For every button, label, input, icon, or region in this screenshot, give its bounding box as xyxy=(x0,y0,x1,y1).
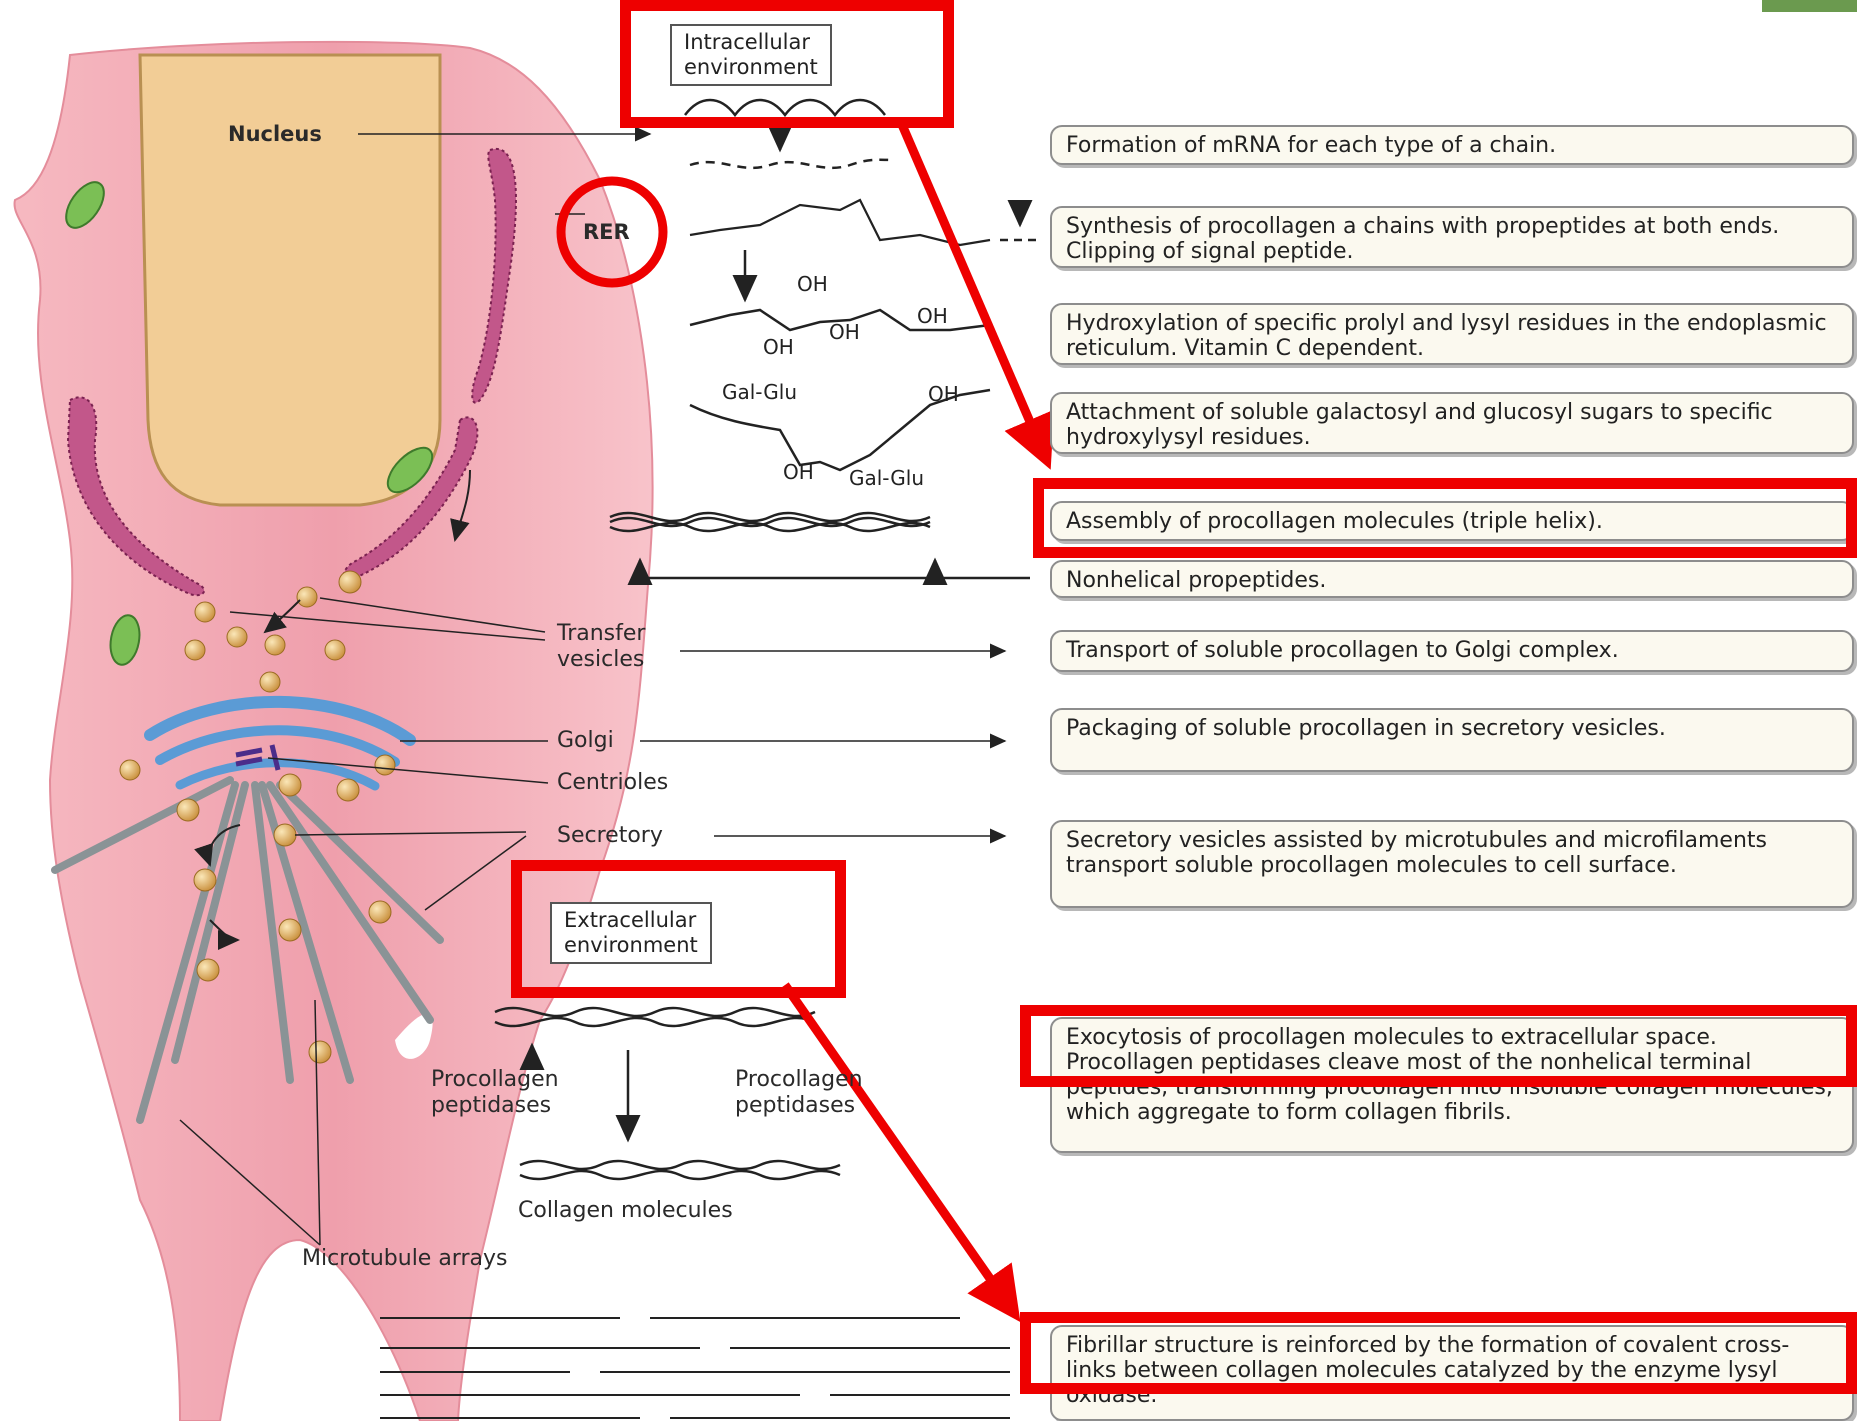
corner-tab xyxy=(1762,0,1857,12)
step-transport-to-golgi: Transport of soluble procollagen to Golg… xyxy=(1050,630,1854,672)
highlight-intracellular xyxy=(620,0,954,128)
oh-label-5: OH xyxy=(928,382,959,406)
transfer-label-line1: Transfer xyxy=(557,621,645,647)
oh-label-2: OH xyxy=(763,335,794,359)
step-secretory-transport: Secretory vesicles assisted by microtubu… xyxy=(1050,820,1854,908)
transfer-label-line2: vesicles xyxy=(557,647,645,673)
highlight-exocytosis-step xyxy=(1020,1005,1857,1087)
transfer-vesicles-label: Transfer vesicles xyxy=(557,621,645,673)
highlight-crosslink-step xyxy=(1020,1312,1857,1394)
golgi-label: Golgi xyxy=(557,728,614,754)
step-nonhelical-propeptides: Nonhelical propeptides. xyxy=(1050,560,1854,598)
step-packaging: Packaging of soluble procollagen in secr… xyxy=(1050,708,1854,772)
peptidases-right-line2: peptidases xyxy=(735,1093,863,1119)
procollagen-peptidases-left: Procollagen peptidases xyxy=(431,1067,559,1119)
collagen-fibrils xyxy=(380,1318,1010,1418)
microtubule-arrays-label: Microtubule arrays xyxy=(302,1246,507,1272)
procollagen-peptidases-right: Procollagen peptidases xyxy=(735,1067,863,1119)
gal-glu-label-2: Gal-Glu xyxy=(849,466,924,490)
highlight-assembly-step xyxy=(1033,478,1857,558)
oh-label-3: OH xyxy=(829,320,860,344)
oh-label-6: OH xyxy=(783,460,814,484)
nucleus-label: Nucleus xyxy=(228,121,322,147)
highlight-extracellular xyxy=(511,860,846,998)
step-glycosylation: Attachment of soluble galactosyl and glu… xyxy=(1050,392,1854,454)
peptidases-left-line1: Procollagen xyxy=(431,1067,559,1093)
oh-label-4: OH xyxy=(917,304,948,328)
secretory-vesicles-label: Secretory xyxy=(557,823,663,849)
step-synthesis: Synthesis of procollagen a chains with p… xyxy=(1050,206,1854,268)
rer-label: RER xyxy=(583,219,630,245)
peptidases-right-line1: Procollagen xyxy=(735,1067,863,1093)
collagen-molecules-label: Collagen molecules xyxy=(518,1198,733,1224)
centrioles-label: Centrioles xyxy=(557,770,668,796)
peptidases-left-line2: peptidases xyxy=(431,1093,559,1119)
step-hydroxylation: Hydroxylation of specific prolyl and lys… xyxy=(1050,303,1854,365)
step-mrna-formation: Formation of mRNA for each type of a cha… xyxy=(1050,125,1854,165)
gal-glu-label-1: Gal-Glu xyxy=(722,380,797,404)
oh-label-1: OH xyxy=(797,272,828,296)
